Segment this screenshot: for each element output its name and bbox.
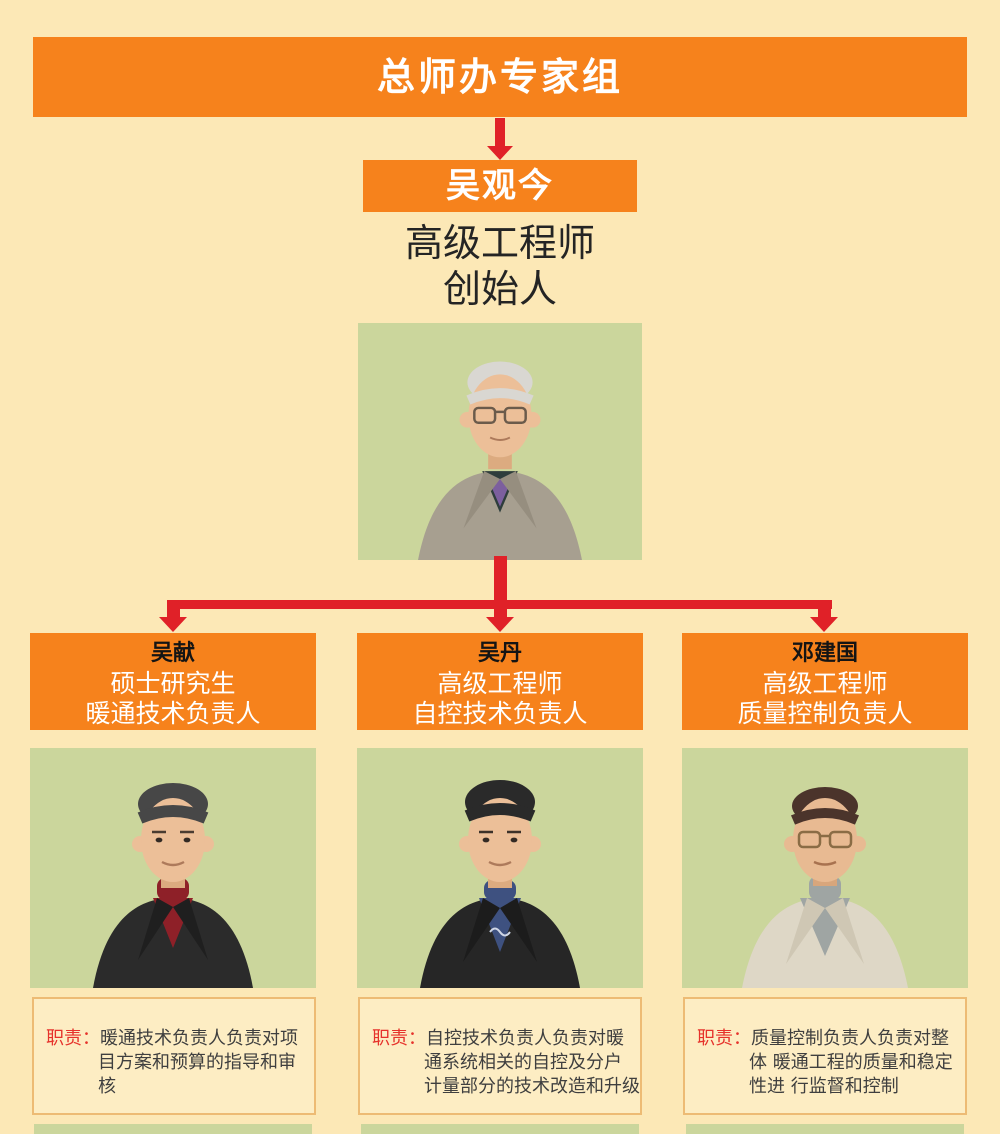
founder-name-box: 吴观今: [363, 160, 637, 212]
duty-line-1: 职责：质量控制负责人负责对整: [697, 1027, 963, 1051]
arrow-center-head-icon: [486, 617, 514, 632]
duty-panel-wudan: 职责：自控技术负责人负责对暖 通系统相关的自控及分户 计量部分的技术改造和升级: [358, 997, 642, 1115]
member-photo-dengjianguo: [682, 748, 968, 988]
member-title-2: 质量控制负责人: [737, 699, 913, 728]
duty-panel-dengjianguo: 职责：质量控制负责人负责对整 体 暖通工程的质量和稳定 性进 行监督和控制: [683, 997, 967, 1115]
member-name: 邓建国: [791, 641, 858, 666]
duty-line-3: 核: [98, 1076, 116, 1097]
man-dark-suit-navy-tshirt-portrait-icon: [357, 748, 643, 988]
duty-label: 职责：: [46, 1028, 100, 1049]
duty-text: 职责：质量控制负责人负责对整 体 暖通工程的质量和稳定 性进 行监督和控制: [685, 999, 965, 1099]
arrow-left-head-icon: [159, 617, 187, 632]
member-title-1: 硕士研究生: [110, 669, 236, 698]
member-photo-wuxian: [30, 748, 316, 988]
duty-line-1-text: 质量控制负责人负责对整: [751, 1028, 949, 1049]
bottom-photo-strip-right: [686, 1124, 964, 1134]
member-name: 吴献: [150, 641, 195, 666]
duty-line-2: 目方案和预算的指导和审: [98, 1052, 296, 1073]
duty-label: 职责：: [697, 1028, 751, 1049]
duty-line-2: 通系统相关的自控及分户: [424, 1052, 622, 1073]
arrow-right-head-icon: [810, 617, 838, 632]
duty-line-2: 体 暖通工程的质量和稳定: [749, 1052, 953, 1073]
founder-photo: [358, 323, 642, 560]
elderly-man-beige-jacket-portrait-icon: [682, 748, 968, 988]
member-header-wuxian: 吴献 硕士研究生 暖通技术负责人: [30, 633, 316, 730]
elderly-man-portrait-icon: [358, 323, 642, 560]
member-header-dengjianguo: 邓建国 高级工程师 质量控制负责人: [682, 633, 968, 730]
duty-line-1-text: 自控技术负责人负责对暖: [426, 1028, 624, 1049]
duty-panel-wuxian: 职责：暖通技术负责人负责对项 目方案和预算的指导和审 核: [32, 997, 316, 1115]
member-title-2: 自控技术负责人: [412, 699, 588, 728]
member-header-wudan: 吴丹 高级工程师 自控技术负责人: [357, 633, 643, 730]
root-title-banner: 总师办专家组: [33, 37, 967, 117]
connector-left-shaft: [167, 600, 180, 618]
founder-title-1: 高级工程师: [404, 221, 595, 265]
member-photo-wudan: [357, 748, 643, 988]
duty-line-1: 职责：暖通技术负责人负责对项: [46, 1027, 312, 1051]
duty-line-3: 计量部分的技术改造和升级: [424, 1076, 640, 1097]
duty-text: 职责：暖通技术负责人负责对项 目方案和预算的指导和审 核: [34, 999, 314, 1099]
founder-title-2: 创始人: [442, 267, 557, 311]
arrow-root-shaft: [495, 118, 505, 148]
arrow-root-head-icon: [487, 146, 513, 160]
bottom-photo-strip-left: [34, 1124, 312, 1134]
bottom-photo-strip-center: [361, 1124, 639, 1134]
member-name: 吴丹: [477, 641, 522, 666]
duty-label: 职责：: [372, 1028, 426, 1049]
duty-line-3: 性进 行监督和控制: [749, 1076, 899, 1097]
man-dark-suit-red-turtleneck-portrait-icon: [30, 748, 316, 988]
member-title-1: 高级工程师: [762, 669, 888, 698]
duty-text: 职责：自控技术负责人负责对暖 通系统相关的自控及分户 计量部分的技术改造和升级: [360, 999, 640, 1099]
connector-right-shaft: [818, 600, 831, 618]
member-title-2: 暖通技术负责人: [85, 699, 261, 728]
connector-horizontal-bar: [167, 600, 832, 609]
member-title-1: 高级工程师: [437, 669, 563, 698]
duty-line-1-text: 暖通技术负责人负责对项: [100, 1028, 298, 1049]
duty-line-1: 职责：自控技术负责人负责对暖: [372, 1027, 638, 1051]
